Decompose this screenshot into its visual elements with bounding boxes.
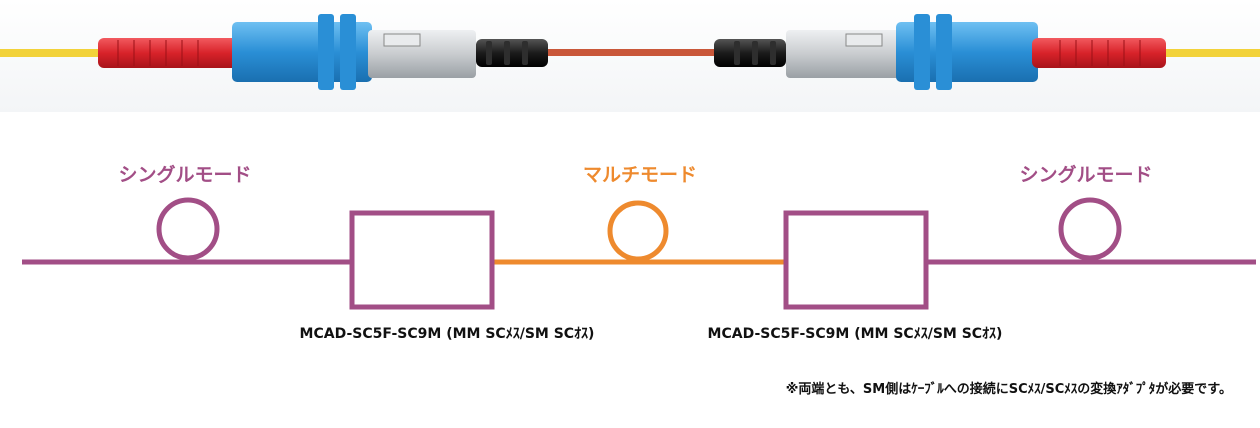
right-connector-assembly: [714, 14, 1166, 90]
left-adapter-part-label: MCAD-SC5F-SC9M (MM SCﾒｽ/SM SCｵｽ): [300, 326, 595, 342]
center-orange-cable: [540, 49, 730, 56]
footnote: ※両端とも、SM側はｹｰﾌﾞﾙへの接続にSCﾒｽ/SCﾒｽの変換ｱﾀﾞﾌﾟﾀが必…: [786, 381, 1232, 397]
right-red-boot: [1032, 38, 1166, 68]
left-single-mode-loop: [156, 197, 220, 261]
left-mode-label: シングルモード: [118, 163, 251, 186]
right-adapter-box: [783, 210, 929, 310]
left-red-boot: [98, 38, 238, 68]
right-adapter-part-label: MCAD-SC5F-SC9M (MM SCﾒｽ/SM SCｵｽ): [708, 326, 1003, 342]
right-black-boot: [714, 39, 786, 67]
right-blue-connector: [896, 22, 1038, 82]
left-connector-assembly: [98, 14, 548, 90]
left-adapter-box: [349, 210, 495, 310]
right-single-mode-loop: [1058, 197, 1122, 261]
right-gray-adapter: [786, 30, 904, 78]
left-black-boot: [476, 39, 548, 67]
left-yellow-cable: [0, 49, 110, 57]
fiber-schematic: シングルモード マルチモード シングルモード MCAD-SC5F-SC9M (M…: [22, 163, 1256, 397]
center-mode-label: マルチモード: [583, 164, 697, 186]
left-blue-connector: [232, 22, 372, 82]
center-multi-mode-loop: [607, 200, 669, 262]
right-yellow-cable: [1158, 49, 1260, 57]
fiber-connector-photo: [0, 0, 1260, 112]
right-mode-label: シングルモード: [1019, 163, 1152, 186]
